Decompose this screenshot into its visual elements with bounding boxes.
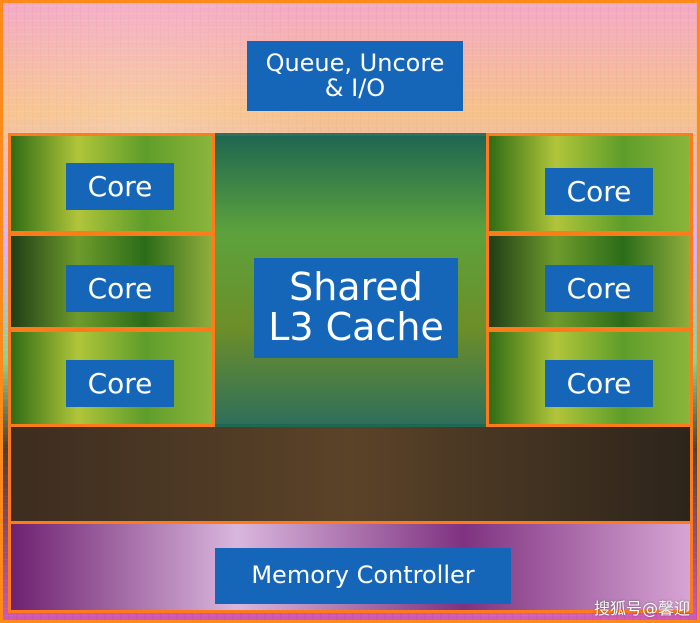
core-label-top-right: Core bbox=[545, 168, 653, 215]
top-label: Queue, Uncore & I/O bbox=[247, 41, 463, 111]
core-label-middle-left: Core bbox=[66, 265, 174, 312]
core-label-bottom-right: Core bbox=[545, 360, 653, 407]
watermark-text: 搜狐号@馨迎 bbox=[593, 599, 690, 618]
core-label-middle-right: Core bbox=[545, 265, 653, 312]
bottom-label: Memory Controller bbox=[215, 548, 511, 604]
center-label: Shared L3 Cache bbox=[254, 258, 458, 358]
core-label-top-left: Core bbox=[66, 163, 174, 210]
dark-band-region bbox=[8, 427, 693, 521]
core-label-bottom-left: Core bbox=[66, 360, 174, 407]
